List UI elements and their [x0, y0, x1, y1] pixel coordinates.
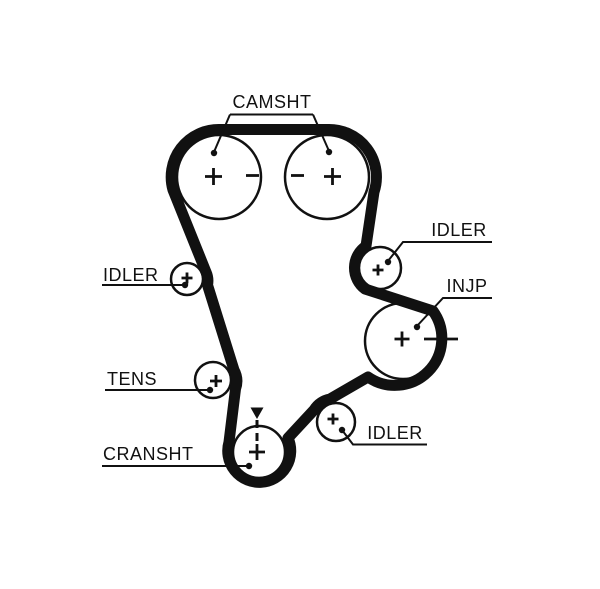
leader-dot-idler-top-right — [384, 258, 392, 266]
leader-dot-injection-pump — [413, 323, 421, 331]
label-idler-top-right: IDLER — [431, 220, 487, 240]
plus-mark-camshaft-left — [205, 168, 222, 185]
leader-lines — [102, 113, 492, 470]
plus-mark-idler-left — [181, 272, 193, 284]
plus-mark-injection-pump — [394, 331, 410, 347]
leader-dot-crankshaft — [245, 462, 253, 470]
plus-mark-idler-top-right — [372, 264, 384, 276]
plus-mark-tensioner — [210, 375, 222, 387]
leader-camshaft — [213, 113, 330, 153]
label-idler-left: IDLER — [103, 265, 159, 285]
label-idler-bottom-right: IDLER — [367, 423, 423, 443]
timing-belt-path — [165, 123, 448, 488]
pulley-idler-bottom-right — [315, 401, 357, 443]
plus-mark-idler-bottom-right — [327, 413, 339, 425]
label-crankshaft: CRANSHT — [103, 444, 194, 464]
plus-mark-camshaft-right — [324, 168, 341, 185]
leader-injection-pump — [416, 297, 492, 327]
leader-dot-camshaft-left — [210, 149, 218, 157]
pulley-tensioner — [193, 360, 233, 400]
leader-dot-camshaft-right — [325, 148, 333, 156]
label-camshaft: CAMSHT — [233, 92, 312, 112]
label-tensioner: TENS — [107, 369, 157, 389]
plus-mark-crankshaft — [249, 444, 265, 460]
leader-idler-top-right — [387, 241, 492, 262]
leader-dot-idler-left — [181, 281, 189, 289]
timing-arrow-icon — [250, 407, 264, 419]
leader-dot-idler-bottom-right — [338, 426, 346, 434]
label-injection-pump: INJP — [446, 276, 487, 296]
rotation-marks — [181, 168, 458, 460]
leader-idler-bottom-right — [341, 429, 427, 446]
labels: CAMSHT IDLER INJP IDLER TENS CRANSHT IDL… — [103, 92, 487, 464]
leader-dot-tensioner — [206, 386, 214, 394]
